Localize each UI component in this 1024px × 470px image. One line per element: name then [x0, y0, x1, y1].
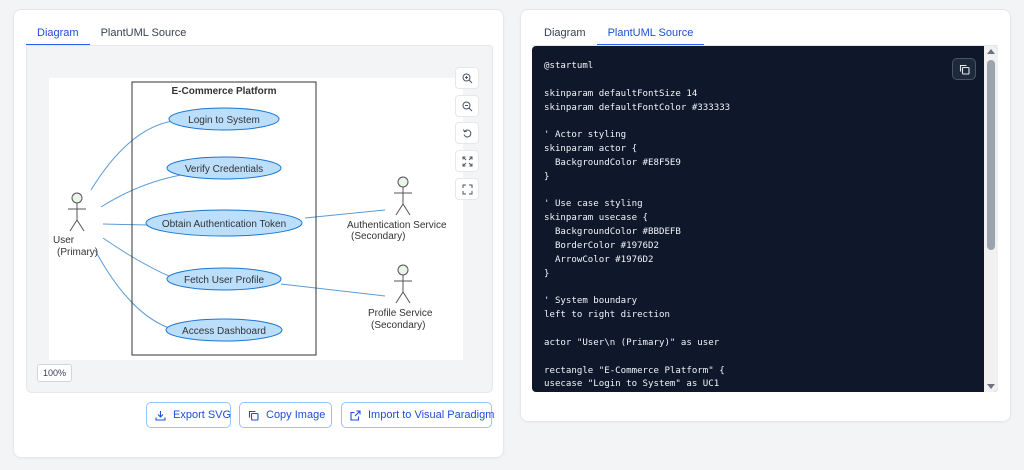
link-user-token: [102, 223, 148, 226]
scroll-thumb[interactable]: [987, 60, 995, 250]
tab-plantuml-source-right[interactable]: PlantUML Source: [596, 20, 705, 46]
zoom-in-button[interactable]: [455, 67, 479, 89]
link-user-dashboard: [94, 249, 170, 329]
export-svg-button[interactable]: Export SVG: [146, 402, 231, 428]
actor-auth-figure: [394, 176, 412, 216]
actor-user-name: User: [53, 235, 75, 246]
right-tab-bar: Diagram PlantUML Source: [533, 20, 705, 46]
code-scrollbar[interactable]: [984, 46, 998, 392]
fit-screen-button[interactable]: [455, 150, 479, 172]
reset-view-button[interactable]: [455, 122, 479, 144]
diagram-viewport[interactable]: E-Commerce Platform Login to System Veri…: [26, 46, 493, 393]
actor-profile-name: Profile Service: [368, 308, 433, 319]
code-viewer[interactable]: @startuml skinparam defaultFontSize 14 s…: [532, 46, 998, 392]
scroll-down-arrow-icon[interactable]: [987, 384, 995, 389]
export-svg-label: Export SVG: [173, 409, 232, 421]
actor-auth-role: (Secondary): [351, 231, 405, 242]
link-token-auth: [304, 209, 386, 219]
external-link-icon: [350, 409, 361, 421]
usecase-dashboard-label: Access Dashboard: [182, 326, 266, 337]
usecase-token-shape: [145, 209, 303, 237]
copy-code-button[interactable]: [952, 58, 976, 80]
actor-auth-name: Authentication Service: [347, 220, 447, 231]
link-profile-service: [280, 283, 386, 297]
tab-diagram-right[interactable]: Diagram: [544, 27, 586, 39]
zoom-out-button[interactable]: [455, 95, 479, 117]
zoom-out-icon: [462, 101, 472, 111]
tab-divider: [26, 45, 491, 46]
actor-profile-figure: [394, 264, 412, 304]
tab-plantuml-source[interactable]: PlantUML Source: [100, 27, 187, 39]
usecase-profile-label: Fetch User Profile: [184, 275, 264, 286]
usecase-verify-shape: [166, 156, 282, 180]
left-tab-bar: Diagram PlantUML Source: [26, 20, 197, 46]
reset-icon: [462, 128, 471, 138]
import-visual-paradigm-button[interactable]: Import to Visual Paradigm: [341, 402, 495, 428]
fit-screen-icon: [462, 156, 472, 166]
usecase-profile-shape: [166, 267, 282, 291]
copy-icon: [959, 64, 970, 75]
scroll-up-arrow-icon[interactable]: [987, 49, 995, 54]
system-title: E-Commerce Platform: [171, 86, 276, 97]
plantuml-source-code[interactable]: @startuml skinparam defaultFontSize 14 s…: [544, 61, 731, 390]
tab-divider-right: [533, 45, 998, 46]
actor-profile-role: (Secondary): [371, 320, 425, 331]
copy-image-label: Copy Image: [266, 409, 326, 421]
usecase-dashboard-shape: [165, 318, 283, 342]
fullscreen-button[interactable]: [455, 178, 479, 200]
usecase-token-label: Obtain Authentication Token: [162, 219, 286, 230]
usecase-verify-label: Verify Credentials: [185, 164, 263, 175]
actor-user-role: (Primary): [57, 247, 98, 258]
source-card: Diagram PlantUML Source @startuml skinpa…: [520, 9, 1011, 422]
link-user-profile: [102, 237, 172, 278]
download-icon: [155, 410, 166, 421]
import-visual-paradigm-label: Import to Visual Paradigm: [368, 409, 495, 421]
zoom-in-icon: [462, 73, 472, 83]
link-user-verify: [100, 174, 182, 208]
zoom-level-indicator: 100%: [37, 364, 73, 382]
diagram-card: Diagram PlantUML Source E-Commerce Platf…: [13, 9, 504, 458]
system-boundary: [131, 81, 317, 356]
use-case-diagram: E-Commerce Platform Login to System Veri…: [49, 78, 463, 360]
usecase-login-label: Login to System: [188, 115, 260, 126]
tab-diagram[interactable]: Diagram: [26, 20, 90, 46]
copy-icon: [248, 410, 259, 421]
copy-image-button[interactable]: Copy Image: [239, 402, 332, 428]
usecase-login-shape: [168, 107, 280, 131]
actor-user-figure: [68, 192, 86, 232]
fullscreen-icon: [462, 184, 472, 194]
link-user-login: [90, 120, 174, 191]
